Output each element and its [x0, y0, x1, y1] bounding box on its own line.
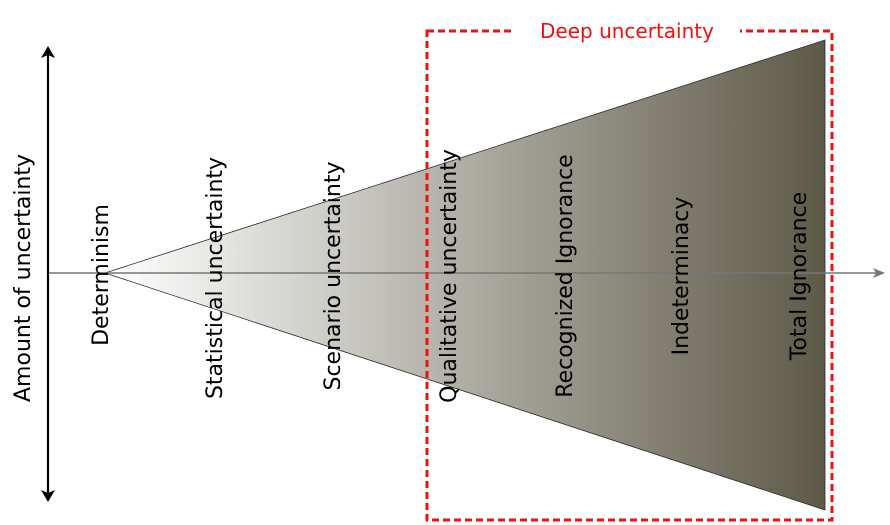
- uncertainty-cone: [103, 39, 826, 511]
- deep-uncertainty-label: Deep uncertainty: [540, 19, 714, 43]
- level-label-qualitative-uncertainty: Qualitative uncertainty: [437, 149, 462, 403]
- deep-uncertainty-label-bg: [514, 18, 740, 44]
- level-label-scenario-uncertainty: Scenario uncertainty: [321, 161, 346, 390]
- level-label-indeterminacy: Indeterminacy: [669, 197, 694, 356]
- level-label-recognized-ignorance: Recognized Ignorance: [553, 154, 578, 397]
- level-label-determinism: Determinism: [89, 204, 114, 346]
- level-label-statistical-uncertainty: Statistical uncertainty: [203, 157, 228, 399]
- level-label-total-ignorance: Total Ignorance: [787, 192, 812, 361]
- y-axis-label: Amount of uncertainty: [11, 154, 36, 402]
